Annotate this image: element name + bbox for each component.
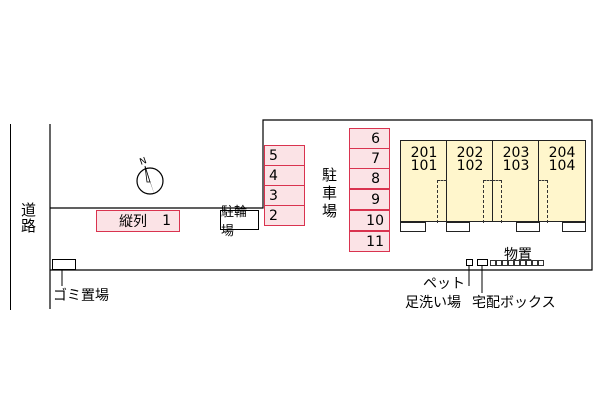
storage-cell — [508, 260, 514, 266]
unit-divider — [446, 140, 447, 222]
parking-space-9: 9 — [349, 189, 390, 210]
unit-101: 101 — [410, 158, 438, 174]
unit-202: 202 — [456, 145, 484, 161]
pet-wash-label-line2: 足洗い場 — [405, 295, 461, 311]
storage-cell — [532, 260, 538, 266]
entrance-step — [562, 222, 586, 232]
parking-space-8: 8 — [349, 168, 390, 189]
entrance-outline — [538, 180, 548, 223]
entrance-outline — [437, 180, 447, 223]
parking-space-11: 11 — [349, 231, 390, 252]
parking-space-2: 2 — [264, 205, 305, 226]
bicycle-parking: 駐輪場 — [220, 205, 259, 239]
unit-104: 104 — [548, 158, 576, 174]
tandem-label: 縦列 — [119, 214, 147, 230]
north-compass-icon — [136, 165, 164, 196]
road-label: 道路 — [19, 202, 37, 234]
delivery-box — [477, 259, 488, 266]
delivery-box-label: 宅配ボックス — [472, 295, 556, 311]
storage-cell — [520, 260, 526, 266]
unit-102: 102 — [456, 158, 484, 174]
parking-lot-label: 駐車場 — [320, 167, 338, 221]
entrance-step — [516, 222, 540, 232]
bicycle-parking-label: 駐輪場 — [221, 205, 248, 239]
entrance-step — [446, 222, 470, 232]
storage-cell — [526, 260, 532, 266]
storage-label: 物置 — [504, 247, 532, 263]
unit-divider — [492, 140, 493, 222]
garbage-area-label: ゴミ置場 — [53, 288, 109, 304]
parking-space-10: 10 — [349, 210, 390, 231]
pet-wash-label-line1: ペット — [423, 276, 465, 292]
unit-201: 201 — [410, 145, 438, 161]
entrance-step — [400, 222, 426, 232]
unit-103: 103 — [502, 158, 530, 174]
storage-cell — [496, 260, 502, 266]
unit-203: 203 — [502, 145, 530, 161]
unit-divider — [538, 140, 539, 222]
tandem-number: 1 — [162, 213, 171, 229]
road-edge-line — [10, 124, 11, 310]
storage-cell — [490, 260, 496, 266]
apartment-building — [400, 140, 586, 222]
parking-space-tandem-1: 縦列 1 — [96, 210, 180, 232]
pet-foot-wash-station — [466, 259, 473, 266]
entrance-outline — [492, 180, 502, 223]
unit-204: 204 — [548, 145, 576, 161]
storage-cell — [502, 260, 508, 266]
storage-shed — [490, 260, 544, 268]
storage-cell — [538, 260, 544, 266]
garbage-area — [52, 259, 76, 270]
entrance-outline — [483, 180, 493, 223]
storage-cell — [514, 260, 520, 266]
